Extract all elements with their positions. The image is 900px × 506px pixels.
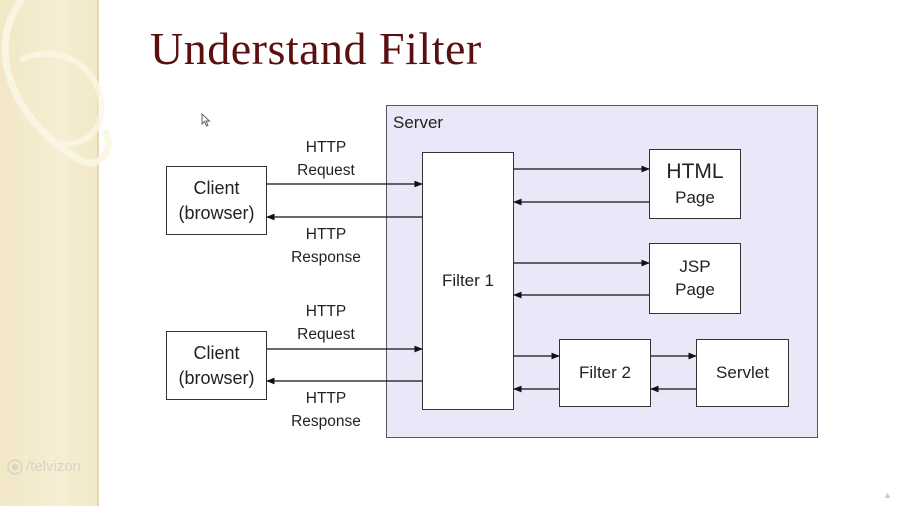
html-page-label: HTML (666, 160, 724, 184)
decorative-swirl (1, 0, 112, 167)
html-page-sublabel: Page (675, 187, 715, 207)
watermark-logo-icon (7, 458, 23, 475)
servlet-label: Servlet (716, 362, 769, 382)
side-band-divider (97, 0, 99, 506)
client-box-1: Client (browser) (166, 166, 267, 235)
http-request-label-1: HTTP Request (271, 136, 381, 183)
jsp-page-box: JSP Page (649, 243, 741, 314)
client-box-2: Client (browser) (166, 331, 267, 400)
mouse-cursor-icon (201, 113, 211, 127)
jsp-page-sublabel: Page (675, 279, 715, 299)
filter2-box: Filter 2 (559, 339, 651, 407)
client-1-label: Client (193, 178, 240, 199)
watermark: /telvizon (7, 458, 81, 475)
http-response-2-line2: Response (291, 413, 361, 431)
jsp-page-label: JSP (679, 256, 711, 276)
http-response-1-line1: HTTP (305, 226, 347, 243)
corner-logo-icon: ▲ (883, 490, 892, 500)
http-request-1-line1: HTTP (305, 139, 347, 156)
http-response-2-line1: HTTP (305, 390, 347, 407)
client-1-sublabel: (browser) (178, 202, 255, 223)
client-2-label: Client (193, 343, 240, 364)
watermark-text: /telvizon (26, 458, 82, 475)
client-2-sublabel: (browser) (178, 367, 255, 388)
filter1-box: Filter 1 (422, 152, 514, 410)
http-request-2-line2: Request (297, 326, 355, 344)
filter1-label: Filter 1 (442, 270, 494, 290)
http-request-1-line2: Request (297, 162, 355, 180)
servlet-box: Servlet (696, 339, 789, 407)
html-page-box: HTML Page (649, 149, 741, 219)
filter2-label: Filter 2 (579, 362, 631, 382)
http-response-1-line2: Response (291, 249, 361, 267)
slide-title: Understand Filter (150, 23, 482, 74)
decorative-side-band (0, 0, 97, 506)
http-response-label-2: HTTP Response (271, 387, 381, 434)
http-request-label-2: HTTP Request (271, 300, 381, 347)
http-request-2-line1: HTTP (305, 303, 347, 320)
server-label: Server (393, 113, 444, 132)
http-response-label-1: HTTP Response (271, 223, 381, 270)
